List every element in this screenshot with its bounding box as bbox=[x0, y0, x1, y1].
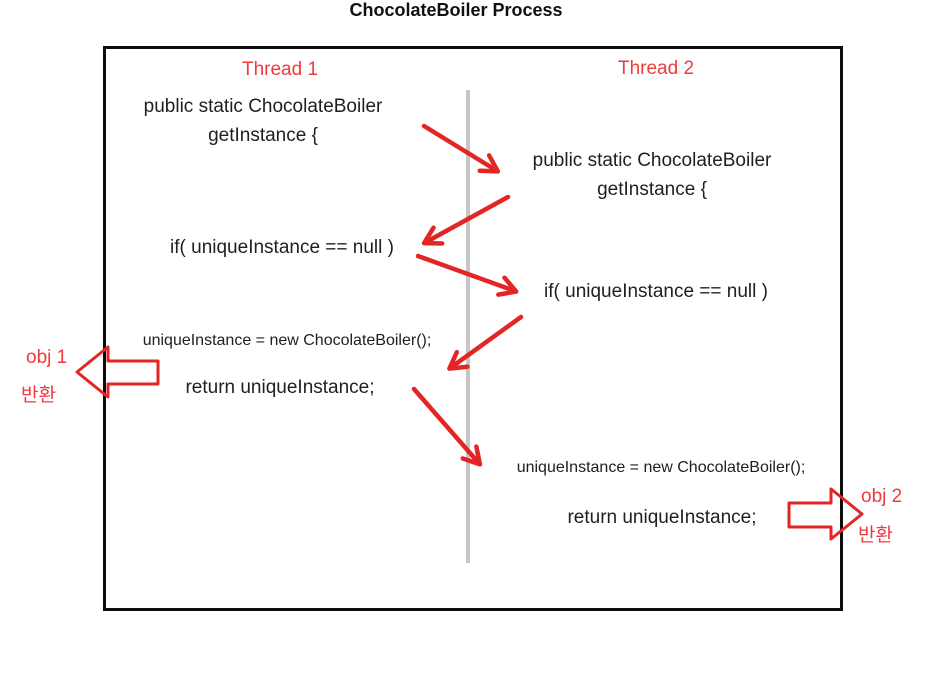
result-obj1-return-label: 반환 bbox=[21, 385, 56, 406]
thread1-label: Thread 1 bbox=[241, 59, 319, 80]
thread1-signature-line1: public static ChocolateBoiler bbox=[143, 96, 383, 117]
page-title: ChocolateBoiler Process bbox=[349, 0, 563, 20]
process-box bbox=[103, 46, 843, 611]
thread1-instantiation: uniqueInstance = new ChocolateBoiler(); bbox=[142, 332, 432, 349]
timeline-divider bbox=[466, 90, 470, 563]
thread1-return-statement: return uniqueInstance; bbox=[185, 377, 375, 398]
result-obj2-return-label: 반환 bbox=[858, 525, 893, 546]
thread2-label: Thread 2 bbox=[617, 58, 695, 79]
result-obj1-label: obj 1 bbox=[26, 347, 68, 368]
thread2-signature-line1: public static ChocolateBoiler bbox=[532, 150, 772, 171]
thread1-signature: public static ChocolateBoiler getInstanc… bbox=[113, 92, 413, 150]
thread2-if-check: if( uniqueInstance == null ) bbox=[544, 281, 768, 302]
thread1-signature-line2: getInstance { bbox=[208, 125, 318, 146]
thread2-signature-line2: getInstance { bbox=[597, 179, 707, 200]
thread2-signature: public static ChocolateBoiler getInstanc… bbox=[502, 146, 802, 204]
thread1-if-check: if( uniqueInstance == null ) bbox=[170, 237, 394, 258]
result-obj2-label: obj 2 bbox=[861, 486, 903, 507]
thread2-instantiation: uniqueInstance = new ChocolateBoiler(); bbox=[516, 459, 806, 476]
thread2-return-statement: return uniqueInstance; bbox=[567, 507, 757, 528]
